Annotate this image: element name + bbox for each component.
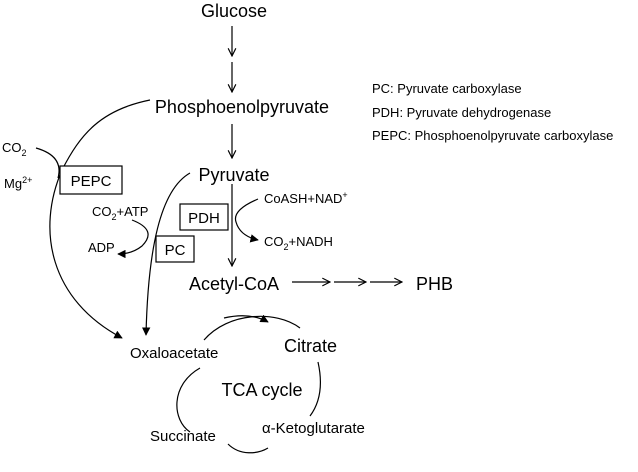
coash-nad-label: CoASH+NAD+: [264, 190, 348, 206]
mg-label: Mg2+: [4, 175, 32, 191]
legend-pdh: PDH: Pyruvate dehydrogenase: [372, 105, 551, 120]
co2-mg-curve: [35, 147, 60, 179]
tca-arc-left: [176, 367, 201, 433]
adp-label: ADP: [88, 240, 115, 255]
acetylcoa-to-citrate: [223, 314, 269, 323]
acetylcoa-label: Acetyl-CoA: [189, 274, 279, 294]
phb-label: PHB: [416, 274, 453, 294]
pyruvate-label: Pyruvate: [198, 165, 269, 185]
co2-label: CO2: [2, 140, 27, 158]
tca-arc-right: [309, 361, 321, 417]
pepc-label: PEPC: [71, 173, 112, 190]
pdh-box: [179, 203, 229, 231]
ketoglutarate-label: α-Ketoglutarate: [262, 420, 365, 437]
co2-nadh-label: CO2+NADH: [264, 234, 333, 252]
co2-atp-label: CO2+ATP: [92, 204, 148, 222]
atp-adp-curve: [117, 219, 149, 259]
glucose-label: Glucose: [201, 1, 267, 21]
succinate-label: Succinate: [150, 428, 216, 445]
tca-label: TCA cycle: [221, 380, 302, 400]
oxaloacetate-label: Oxaloacetate: [130, 345, 218, 362]
legend-pc: PC: Pyruvate carboxylase: [372, 81, 522, 96]
pc-curve: [141, 172, 191, 336]
pep-label: Phosphoenolpyruvate: [155, 97, 329, 117]
pdh-cofactor-curve: [234, 198, 259, 243]
citrate-label: Citrate: [284, 336, 337, 356]
tca-arc-bottom: [227, 443, 269, 454]
pepc-curve: [49, 99, 151, 339]
legend-pepc: PEPC: Phosphoenolpyruvate carboxylase: [372, 128, 613, 143]
pdh-label: PDH: [188, 210, 220, 227]
pc-box: [155, 235, 195, 263]
pc-label: PC: [165, 242, 186, 259]
pepc-box: [59, 165, 123, 195]
